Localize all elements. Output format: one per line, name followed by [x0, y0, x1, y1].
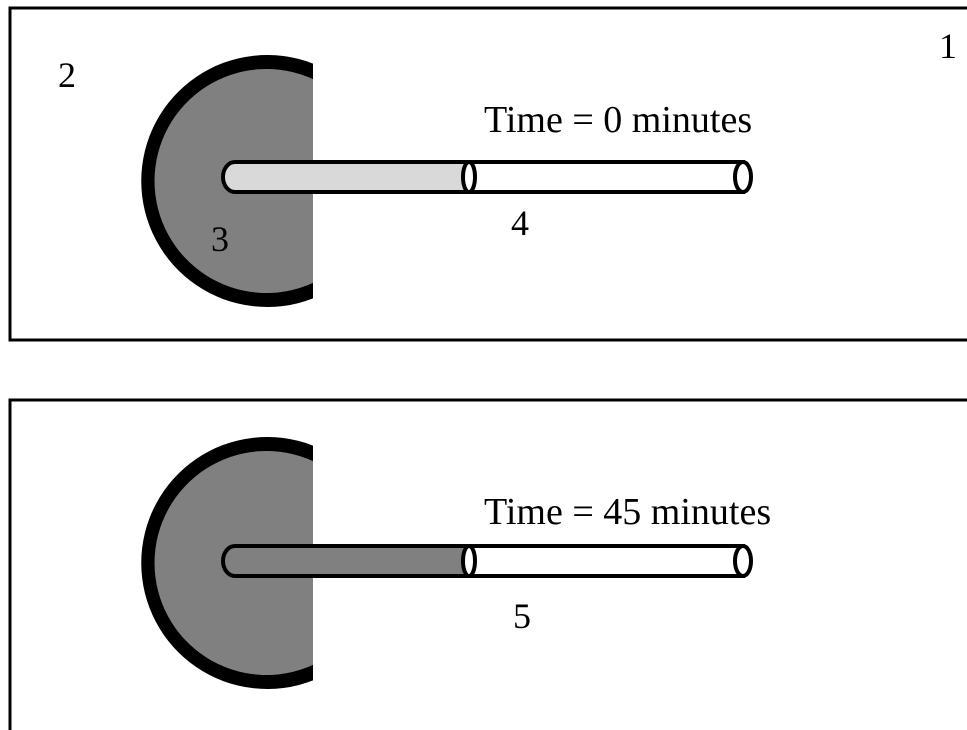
capillary-tube	[221, 544, 753, 578]
tube-empty-segment	[467, 544, 745, 578]
label-2: 2	[58, 55, 76, 95]
panel-time-0: 1 2 3 4 Time = 0 minutes	[8, 6, 967, 342]
label-4: 4	[511, 203, 529, 243]
tube-open-end	[733, 544, 753, 578]
label-1: 1	[939, 26, 957, 66]
capillary-tube	[221, 160, 753, 194]
tube-filled-segment	[221, 544, 471, 578]
time-label: Time = 0 minutes	[484, 99, 752, 141]
tube-open-end	[733, 160, 753, 194]
tube-empty-segment	[467, 160, 745, 194]
panel-1-frame	[8, 6, 967, 342]
panel-time-45: 5 Time = 45 minutes	[8, 398, 967, 730]
meniscus	[461, 160, 477, 194]
label-3: 3	[211, 219, 229, 259]
time-label: Time = 45 minutes	[484, 491, 771, 533]
meniscus	[461, 544, 477, 578]
label-5: 5	[513, 596, 531, 636]
tube-filled-segment	[221, 160, 471, 194]
panel-2-frame	[8, 398, 967, 730]
